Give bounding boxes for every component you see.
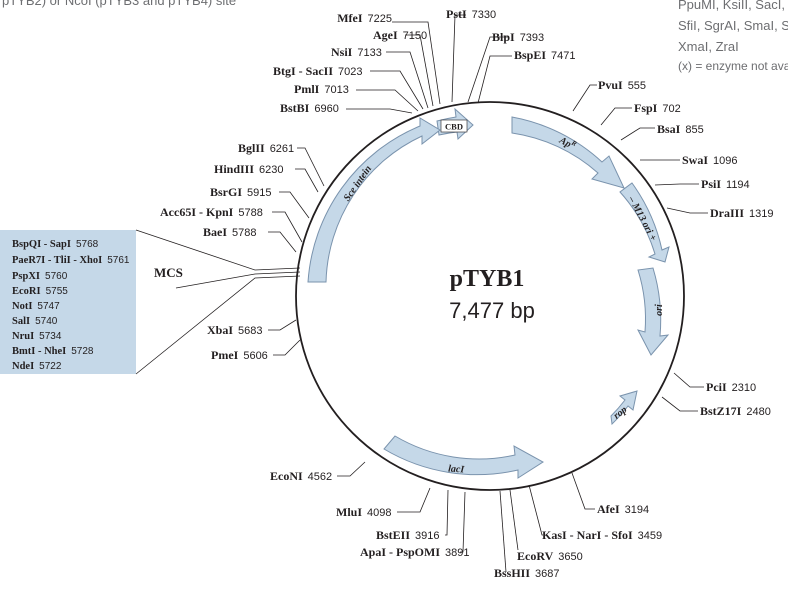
rop-arrow	[610, 390, 638, 426]
laci-label: lacI	[448, 463, 466, 475]
header-footnote: (x) = enzyme not ava	[678, 59, 788, 73]
plasmid-size: 7,477 bp	[449, 298, 535, 323]
header-enzyme-line-2: SfiI, SgrAI, SmaI, S	[678, 18, 788, 33]
plasmid-name: pTYB1	[450, 266, 525, 292]
header-enzyme-line-1: PpuMI, KsiII, SacI,	[678, 0, 785, 12]
cbd-label: CBD	[445, 122, 463, 132]
m13-ori-arrow	[619, 182, 670, 263]
mcs-label: MCS	[154, 265, 183, 280]
ori-arrow	[637, 267, 670, 356]
header-enzyme-line-3: XmaI, ZraI	[678, 39, 739, 54]
sce-intein-arrow	[307, 117, 441, 283]
feature-arrows	[307, 107, 670, 479]
apr-label: ApR	[556, 133, 578, 153]
mcs-box	[0, 230, 136, 374]
cbd-label-box	[440, 119, 468, 133]
header-caption-left: pTYB2) or NcoI (pTYB3 and pTYB4) site	[2, 0, 236, 8]
site-leader-lines	[135, 14, 708, 573]
backbone-circle	[295, 101, 685, 491]
laci-arrow	[383, 435, 544, 479]
apr-arrow	[511, 116, 625, 189]
ori-label: ori	[654, 304, 665, 316]
